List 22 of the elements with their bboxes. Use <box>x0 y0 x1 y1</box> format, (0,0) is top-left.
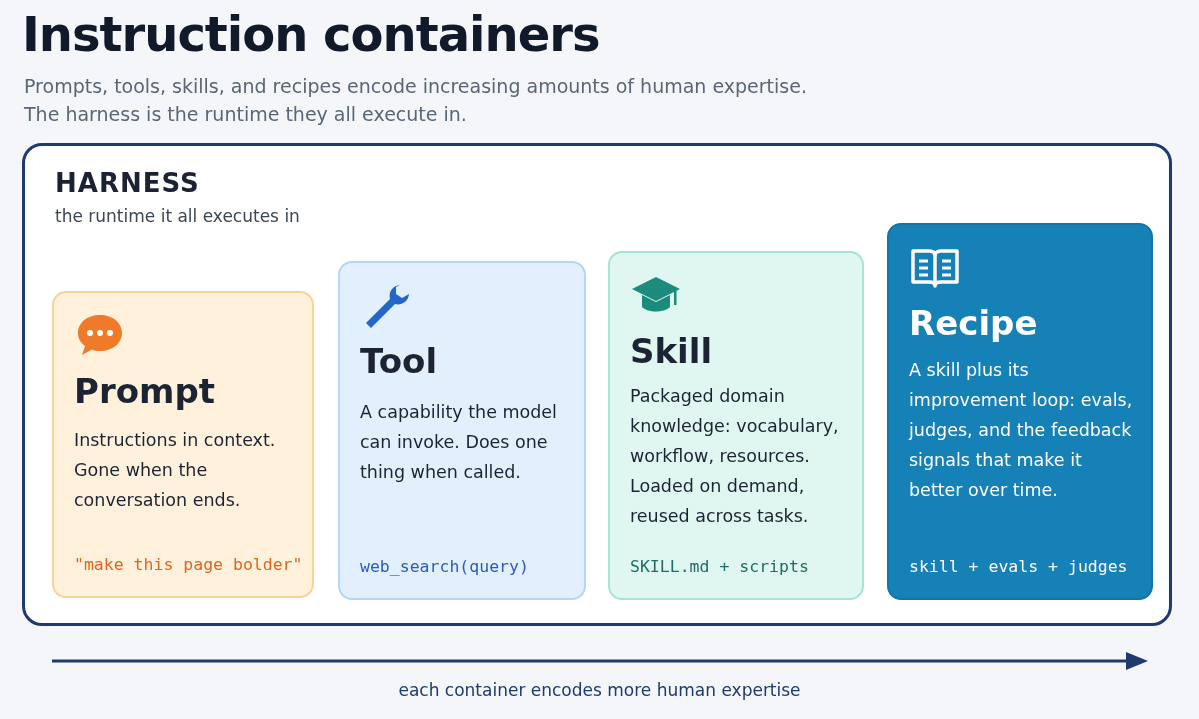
code-example: skill + evals + judges <box>909 557 1129 576</box>
container-frame <box>22 143 1172 626</box>
heading: HARNESS <box>55 168 200 198</box>
card-title: Recipe <box>909 303 1038 343</box>
description: the runtime it all executes in <box>55 206 300 226</box>
caption-text: each container encodes more human expertise <box>397 680 802 700</box>
card-description: Instructions in context. Gone when the conversation ends. <box>74 429 277 512</box>
card-description: A capability the model can invoke. Does one thing when called. <box>360 401 558 484</box>
code-example: SKILL.md + scripts <box>630 557 810 576</box>
card-description: A skill plus its improvement loop: evals, judges, and the feedback signals that make it better over time. <box>909 359 1134 502</box>
card-title: Skill <box>630 331 713 371</box>
card <box>52 291 314 598</box>
code-example: "make this page bolder" <box>74 555 304 574</box>
card <box>338 261 586 600</box>
card <box>887 223 1153 600</box>
card <box>608 251 864 600</box>
code-example: web_search(query) <box>360 557 530 576</box>
card-description: Packaged domain knowledge: vocabulary, workflow, resources. Loaded on demand, reused across tasks. <box>630 385 840 528</box>
title: Instruction containers <box>22 6 600 62</box>
subtitle: Prompts, tools, skills, and recipes encode increasing amounts of human expertise. The harness is the runtime they all execute in. <box>24 74 808 127</box>
card-title: Prompt <box>74 371 216 411</box>
card-title: Tool <box>360 341 438 381</box>
